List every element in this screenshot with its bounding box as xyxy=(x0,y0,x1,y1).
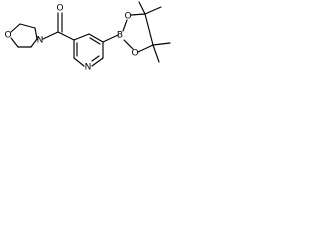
atom-label-morpholine-nitrogen: N xyxy=(37,36,44,46)
methyl-bond xyxy=(138,1,146,15)
bond xyxy=(102,34,119,43)
bond xyxy=(34,27,38,40)
atom-label-boronate-oxygen-lower: O xyxy=(131,49,138,59)
bond xyxy=(42,31,59,40)
aromatic-bond xyxy=(89,37,101,45)
atom-label-boron: B xyxy=(117,31,123,41)
aromatic-bond xyxy=(91,55,100,62)
bond xyxy=(30,38,38,48)
bond xyxy=(10,23,21,33)
bond xyxy=(10,37,19,48)
bond xyxy=(123,39,134,50)
bond xyxy=(144,13,154,46)
atom-label-morpholine-oxygen: O xyxy=(4,31,11,41)
amide-group xyxy=(42,12,75,41)
pyridine-ring xyxy=(73,33,104,67)
chemical-structure: O N O N B O O xyxy=(4,1,171,73)
methyl-bond xyxy=(152,42,171,46)
atom-label-boronate-oxygen-upper: O xyxy=(124,12,131,22)
bond xyxy=(57,31,75,41)
bond xyxy=(73,57,85,67)
bond xyxy=(130,13,146,16)
boronate-ester xyxy=(102,1,171,63)
methyl-bond xyxy=(152,44,160,63)
bond xyxy=(91,57,104,67)
bond xyxy=(19,23,36,29)
bond xyxy=(122,19,128,32)
bond xyxy=(137,44,154,53)
methyl-bond xyxy=(144,6,162,15)
atom-label-pyridine-nitrogen: N xyxy=(85,63,92,73)
bond xyxy=(73,33,90,41)
atom-labels: O N O N B O O xyxy=(4,4,138,73)
bond xyxy=(88,33,104,43)
morpholine-ring xyxy=(10,23,38,48)
atom-label-carbonyl-oxygen: O xyxy=(56,4,63,14)
